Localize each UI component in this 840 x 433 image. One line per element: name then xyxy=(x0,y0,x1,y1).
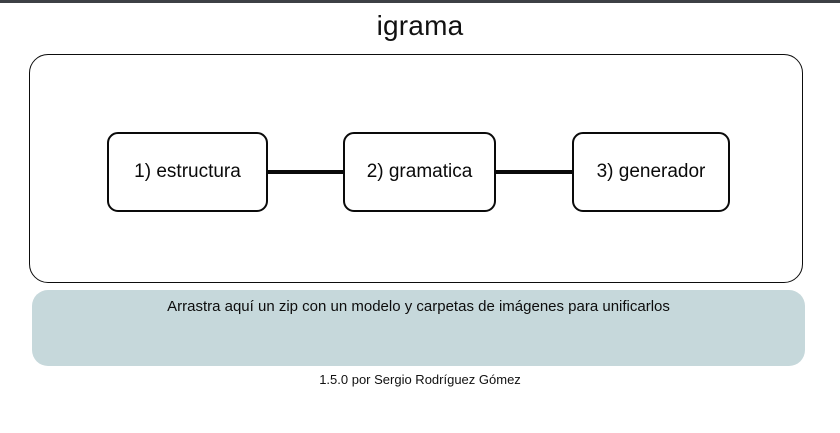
diagram-node-label: 1) estructura xyxy=(134,161,241,182)
diagram-node-estructura[interactable]: 1) estructura xyxy=(107,132,268,212)
app-window: igrama 1) estructura 2) gramatica 3) gen… xyxy=(0,3,840,433)
dropzone-instruction-text: Arrastra aquí un zip con un modelo y car… xyxy=(167,298,670,315)
connector-estructura-gramatica xyxy=(264,170,347,174)
window-top-edge xyxy=(0,0,840,3)
diagram-node-label: 3) generador xyxy=(596,161,706,182)
diagram-frame: 1) estructura 2) gramatica 3) generador xyxy=(29,54,803,283)
footer-credit: 1.5.0 por Sergio Rodríguez Gómez xyxy=(319,372,521,387)
page-title: igrama xyxy=(376,10,464,41)
diagram-node-gramatica[interactable]: 2) gramatica xyxy=(343,132,496,212)
pipeline-diagram: 1) estructura 2) gramatica 3) generador xyxy=(30,55,804,284)
diagram-node-generador[interactable]: 3) generador xyxy=(572,132,730,212)
diagram-node-label: 2) gramatica xyxy=(366,161,473,182)
file-dropzone[interactable]: Arrastra aquí un zip con un modelo y car… xyxy=(32,290,805,366)
connector-gramatica-generador xyxy=(492,170,576,174)
